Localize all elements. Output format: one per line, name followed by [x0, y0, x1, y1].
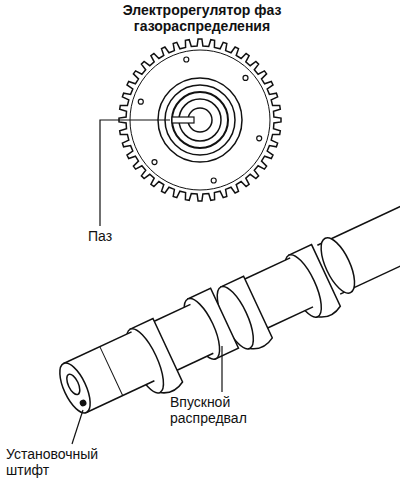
- part-label: Паз: [86, 228, 130, 244]
- gear-hole: [152, 160, 157, 165]
- gear-hole: [257, 136, 262, 141]
- part-label: Электрорегулятор фаз газораспределения: [88, 2, 316, 34]
- gear-hole: [243, 75, 248, 80]
- gear-hole: [211, 178, 216, 183]
- gear-hole: [138, 99, 143, 104]
- camshaft: [51, 189, 400, 432]
- groove: [172, 117, 194, 123]
- part-label: Установочный штифт: [4, 446, 120, 478]
- part-label: Впускной распредвал: [168, 394, 284, 426]
- gear-hole: [184, 57, 189, 62]
- locating-pin: [80, 400, 87, 407]
